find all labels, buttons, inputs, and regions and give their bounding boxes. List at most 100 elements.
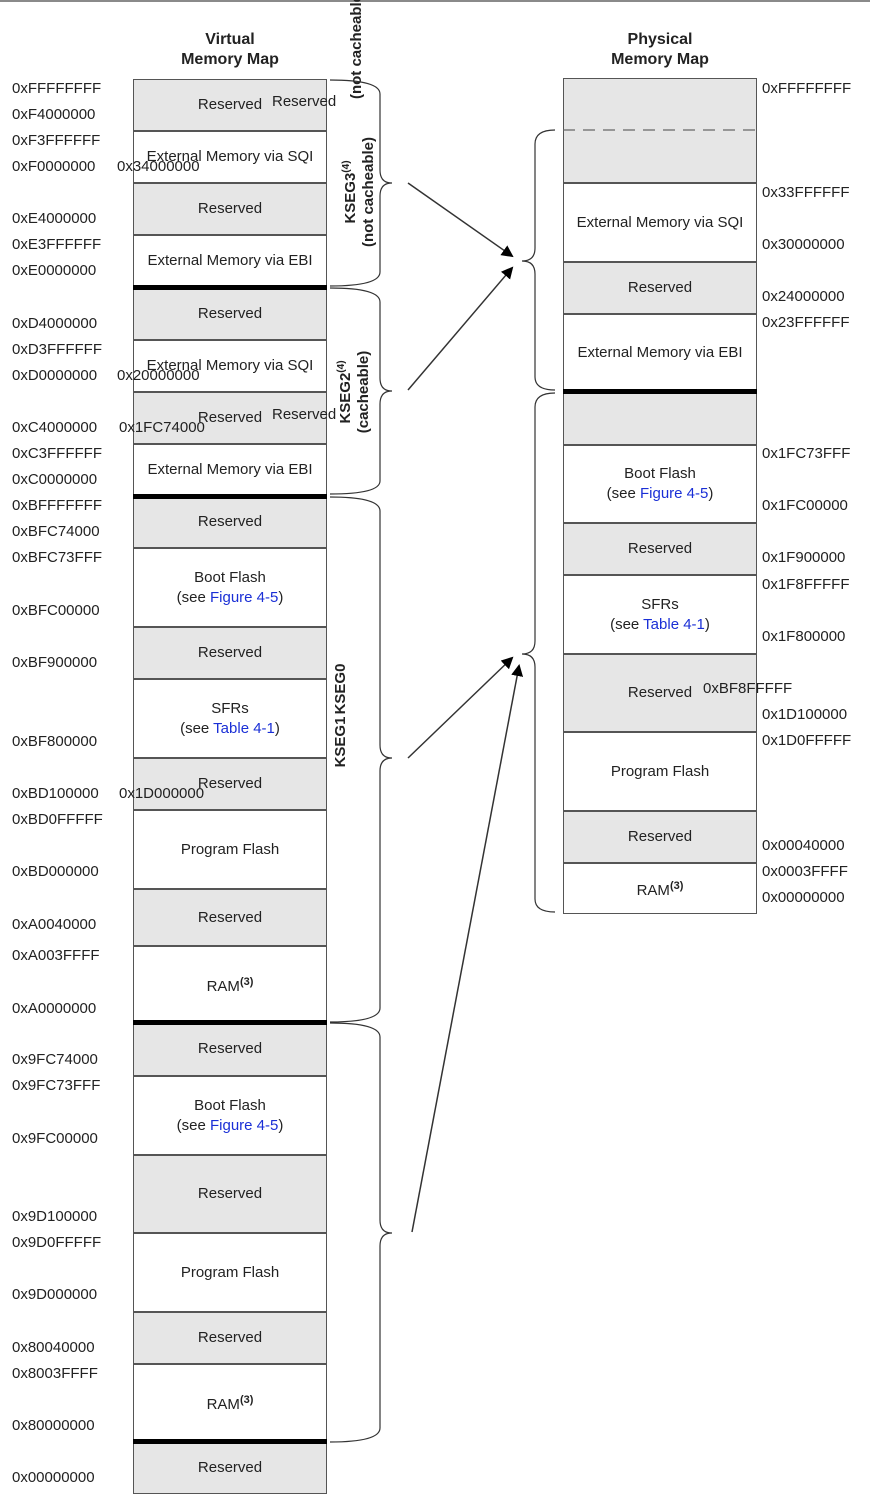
virtual-address: 0xBD000000: [12, 863, 99, 880]
table-link[interactable]: Table 4-1: [213, 719, 275, 737]
ram-label: RAM: [206, 977, 240, 995]
physical-address: 0x33FFFFFF: [762, 184, 850, 201]
kseg0-brace: [329, 1022, 393, 1443]
ram-footnote: (3): [239, 975, 254, 988]
physical-address: 0xFFFFFFFF: [762, 80, 852, 97]
ram-label: RAM: [636, 882, 670, 899]
overlay-label: Reserved: [272, 93, 337, 110]
block-label: Reserved: [197, 304, 263, 322]
block-label: Reserved: [627, 828, 693, 845]
virtual-address: 0x9D0FFFFF: [12, 1234, 102, 1251]
physical-block: RAM(3): [563, 863, 757, 914]
ref-post: ): [278, 1116, 284, 1134]
ref-pre: (see: [606, 485, 640, 502]
ref-post: ): [278, 588, 284, 606]
virtual-block: Reserved: [133, 79, 327, 131]
virtual-address: 0x9FC74000: [12, 1051, 98, 1068]
virtual-address: 0xE3FFFFFF: [12, 236, 102, 253]
physical-block: Boot Flash (see Figure 4-5): [563, 445, 757, 523]
ref-pre: (see: [180, 719, 214, 737]
virtual-address: 0xE4000000: [12, 210, 97, 227]
physical-address: 0x1D0FFFFF: [762, 732, 852, 749]
block-label: Program Flash: [180, 840, 280, 858]
virtual-block: SFRs (see Table 4-1): [133, 679, 327, 758]
virtual-address: 0xD0000000: [12, 367, 98, 384]
overlay-address: 0x34000000: [117, 158, 200, 175]
overlay-address: 0xBF8FFFFF: [703, 680, 793, 697]
physical-address: 0x1D100000: [762, 706, 848, 723]
virtual-address: 0xC4000000: [12, 419, 98, 436]
block-label: Program Flash: [180, 1263, 280, 1281]
block-label: Reserved: [197, 1458, 263, 1476]
figure-link[interactable]: Figure 4-5: [639, 485, 709, 502]
virtual-address: 0x9D000000: [12, 1286, 98, 1303]
block-label: Reserved: [197, 96, 263, 113]
virtual-block: Program Flash: [133, 1233, 327, 1312]
block-label: SFRs: [211, 699, 249, 717]
boot-flash-label: Boot Flash (see Figure 4-5): [177, 1096, 284, 1136]
block-label: Reserved: [197, 644, 263, 661]
block-ref: (see Table 4-1): [610, 615, 710, 635]
virtual-address: 0xF4000000: [12, 106, 96, 123]
virtual-address: 0xBD0FFFFF: [12, 811, 103, 828]
block-label: Reserved: [627, 540, 693, 557]
physical-block: Program Flash: [563, 732, 757, 811]
physical-block: [563, 78, 757, 131]
figure-link[interactable]: Figure 4-5: [209, 588, 279, 606]
ref-post: ): [274, 719, 280, 737]
physical-address: 0x1F900000: [762, 549, 846, 566]
block-label: External Memory via EBI: [147, 461, 313, 478]
virtual-block: Reserved: [133, 627, 327, 679]
block-label: External Memory via SQI: [146, 148, 314, 165]
virtual-address: 0xA003FFFF: [12, 947, 100, 964]
virtual-block: Reserved: [133, 287, 327, 340]
arrow-kseg3: [407, 182, 514, 258]
virtual-block: Reserved: [133, 889, 327, 946]
block-ref: (see Table 4-1): [180, 719, 280, 739]
block-ref: (see Figure 4-5): [177, 1116, 284, 1136]
block-label: Reserved: [197, 1329, 263, 1346]
virtual-address: 0xC3FFFFFF: [12, 445, 102, 462]
virtual-address: 0xF0000000: [12, 158, 96, 175]
physical-address: 0x1F800000: [762, 628, 846, 645]
physical-address: 0x00000000: [762, 889, 845, 906]
virtual-block: Reserved: [133, 1155, 327, 1233]
kseg3-brace: [329, 79, 393, 287]
virtual-block: Reserved: [133, 758, 327, 810]
physical-address: 0x30000000: [762, 236, 845, 253]
physical-title-line2: Memory Map: [611, 51, 709, 68]
virtual-address: 0xD4000000: [12, 315, 98, 332]
virtual-block: Boot Flash (see Figure 4-5): [133, 1076, 327, 1155]
overlay-address: 0x20000000: [117, 367, 200, 384]
virtual-address: 0xBFC74000: [12, 523, 100, 540]
sfrs-label: SFRs (see Table 4-1): [180, 699, 280, 739]
block-label: Reserved: [197, 513, 263, 530]
segment-divider: [133, 285, 327, 290]
table-link[interactable]: Table 4-1: [643, 615, 705, 633]
ref-pre: (see: [610, 615, 644, 633]
virtual-map-title: Virtual Memory Map: [133, 30, 327, 70]
segment-divider: [133, 1020, 327, 1025]
virtual-block: External Memory via EBI: [133, 444, 327, 496]
virtual-address: 0x9D100000: [12, 1208, 98, 1225]
overlay-address: 0x1D000000: [119, 785, 205, 802]
physical-block: Reserved: [563, 262, 757, 314]
kseg1-brace: [329, 496, 393, 1023]
virtual-address: 0xC0000000: [12, 471, 98, 488]
block-label: Reserved: [197, 908, 263, 926]
virtual-address: 0xBD100000: [12, 785, 99, 802]
block-label: External Memory via SQI: [146, 357, 314, 374]
segment-divider: [133, 494, 327, 499]
physical-lower-brace: [521, 392, 556, 913]
block-ref: (see Figure 4-5): [177, 588, 284, 608]
virtual-address: 0xF3FFFFFF: [12, 132, 101, 149]
physical-block: External Memory via SQI: [563, 183, 757, 262]
kseg2-brace: [329, 287, 393, 495]
block-label: SFRs: [641, 595, 679, 613]
ref-post: ): [708, 485, 714, 502]
physical-address: 0x23FFFFFF: [762, 314, 850, 331]
virtual-address: 0xD3FFFFFF: [12, 341, 102, 358]
figure-link[interactable]: Figure 4-5: [209, 1116, 279, 1134]
block-label: Program Flash: [610, 762, 710, 780]
physical-address: 0x1FC73FFF: [762, 445, 851, 462]
